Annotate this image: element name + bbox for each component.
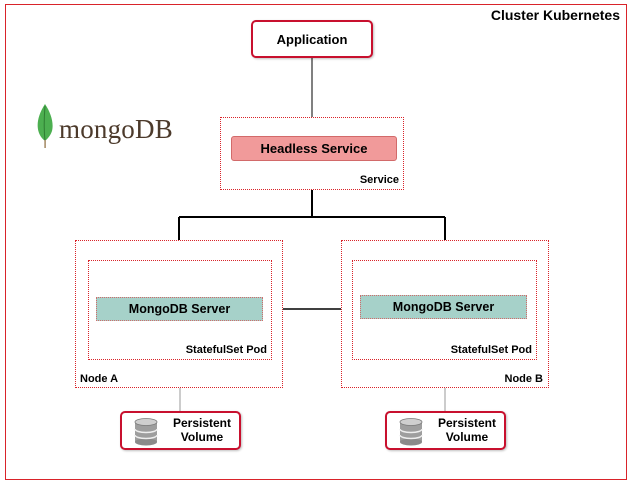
cluster-title: Cluster Kubernetes bbox=[490, 7, 620, 23]
application-box: Application bbox=[251, 20, 373, 58]
mongodb-logo: mongoDB bbox=[34, 103, 194, 153]
service-label: Service bbox=[359, 174, 399, 186]
pod-b-label: StatefulSet Pod bbox=[450, 344, 532, 356]
database-icon bbox=[399, 418, 423, 446]
server-b-label: MongoDB Server bbox=[392, 300, 495, 314]
cluster-boundary bbox=[5, 4, 627, 480]
headless-service-label: Headless Service bbox=[260, 141, 368, 156]
node-a-label: Node A bbox=[80, 373, 119, 385]
node-b-label: Node B bbox=[504, 373, 544, 385]
persistent-volume-b: Persistent Volume bbox=[385, 411, 506, 450]
database-icon bbox=[134, 418, 158, 446]
mongodb-server-a: MongoDB Server bbox=[96, 297, 263, 321]
pod-a-label: StatefulSet Pod bbox=[185, 344, 267, 356]
mongodb-server-b: MongoDB Server bbox=[360, 295, 527, 319]
volume-a-label: Persistent Volume bbox=[172, 416, 232, 444]
application-label: Application bbox=[276, 31, 348, 47]
persistent-volume-a: Persistent Volume bbox=[120, 411, 241, 450]
headless-service: Headless Service bbox=[231, 136, 397, 161]
mongodb-leaf-icon bbox=[37, 104, 53, 148]
server-a-label: MongoDB Server bbox=[128, 302, 231, 316]
mongodb-wordmark: mongoDB bbox=[59, 114, 173, 144]
volume-b-label: Persistent Volume bbox=[437, 416, 497, 444]
